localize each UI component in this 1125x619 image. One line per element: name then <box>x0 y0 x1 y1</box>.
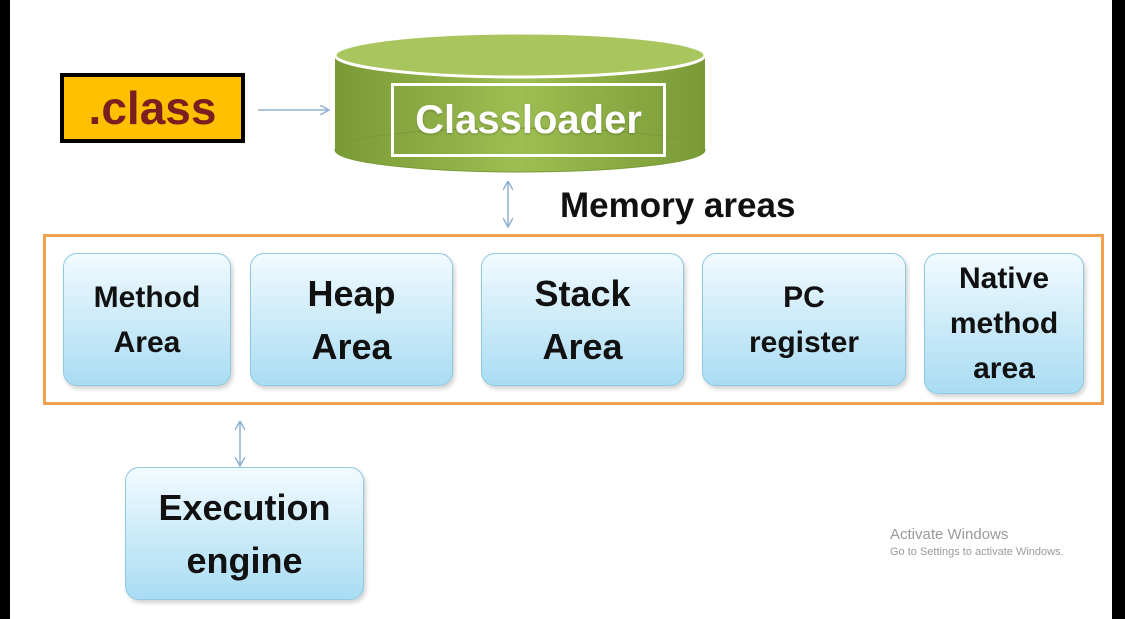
classloader-label-box: Classloader <box>391 83 666 157</box>
heap-area-box: Heap Area <box>250 253 453 386</box>
pc-register-box: PC register <box>702 253 906 386</box>
memory-areas-title: Memory areas <box>560 186 796 225</box>
method-area-label: Method Area <box>93 280 201 359</box>
stack-area-label: Stack Area <box>534 272 631 367</box>
classloader-label: Classloader <box>415 97 642 142</box>
class-file-box: .class <box>60 73 245 143</box>
activate-windows-watermark: Activate Windows Go to Settings to activ… <box>890 526 1064 558</box>
pc-register-label: PC register <box>748 280 860 359</box>
method-area-box: Method Area <box>63 253 231 386</box>
stack-area-box: Stack Area <box>481 253 684 386</box>
execution-engine-label: Execution engine <box>158 486 331 581</box>
activate-windows-title: Activate Windows <box>890 526 1009 543</box>
class-file-label: .class <box>88 82 217 134</box>
memory-areas-frame <box>43 234 1104 405</box>
left-letterbox <box>0 0 10 619</box>
heap-area-label: Heap Area <box>307 272 396 367</box>
activate-windows-subtitle: Go to Settings to activate Windows. <box>890 546 1064 558</box>
right-letterbox <box>1112 0 1125 619</box>
native-method-area-label: Native method area <box>949 262 1059 385</box>
native-method-area-box: Native method area <box>924 253 1084 394</box>
execution-engine-box: Execution engine <box>125 467 364 600</box>
